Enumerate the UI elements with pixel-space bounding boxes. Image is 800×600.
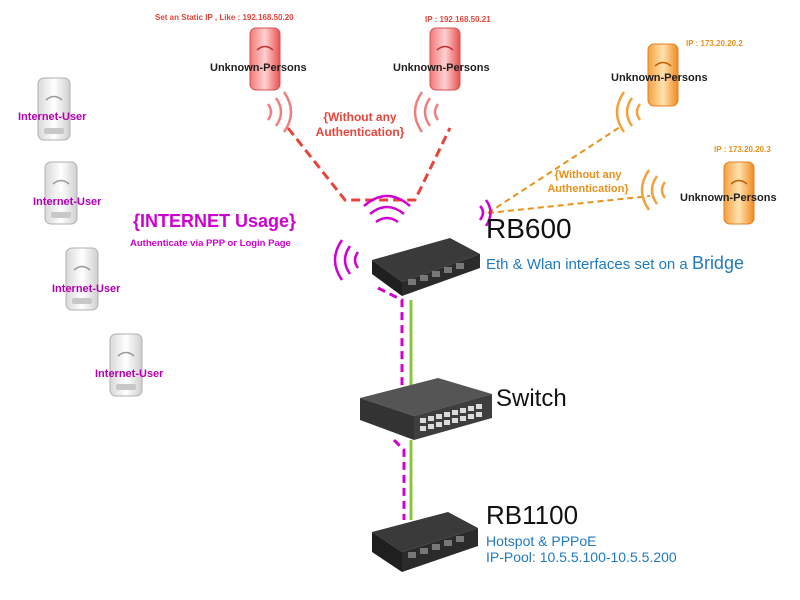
unknown-persons-label: Unknown-Persons (210, 62, 307, 74)
ip-note: IP : 173.20.20.2 (686, 39, 743, 48)
connection-lines (286, 126, 651, 520)
rb1100-router (372, 512, 478, 572)
internet-user-label: Internet-User (52, 283, 121, 295)
internet-user-label: Internet-User (95, 368, 164, 380)
unknown-person-device-orange-2 (723, 161, 755, 225)
static-ip-note: Set an Static IP , Like : 192.168.50.20 (155, 13, 294, 22)
wave-red-left (266, 91, 293, 133)
unknown-persons-label: Unknown-Persons (393, 62, 490, 74)
rb600-description: Eth & Wlan interfaces set on a Bridge (486, 253, 744, 273)
unknown-persons-label: Unknown-Persons (611, 72, 708, 84)
internet-user-device (109, 333, 143, 397)
orange-dashed-link-1 (487, 126, 621, 214)
wave-orange-1 (615, 91, 642, 133)
magenta-link-rb600-switch (377, 286, 404, 390)
ip-note: IP : 173.20.20.3 (714, 145, 771, 154)
rb600-title: RB600 (486, 213, 572, 244)
unknown-person-device-red-2 (429, 27, 461, 91)
wave-rb600-top (363, 194, 411, 224)
wave-orange-2 (640, 169, 667, 211)
rb1100-title: RB1100 (486, 500, 579, 530)
wave-rb600-left (333, 239, 360, 281)
wireless-waves (266, 91, 667, 281)
internet-user-device (37, 77, 71, 141)
switch-device (360, 378, 492, 440)
internet-user-label: Internet-User (33, 196, 102, 208)
orange-dashed-link-2 (487, 195, 651, 214)
rb600-router (372, 238, 480, 296)
no-auth-note-orange: {Without any Authentication} (547, 169, 629, 195)
unknown-persons-label: Unknown-Persons (680, 192, 777, 204)
rb1100-line1: Hotspot & PPPoE (486, 533, 597, 549)
bridge-emphasis: Bridge (691, 253, 744, 273)
switch-title: Switch (496, 385, 567, 412)
unknown-person-device-red-1 (249, 27, 281, 91)
magenta-link-switch-rb1100 (392, 438, 406, 520)
rb1100-line2: IP-Pool: 10.5.5.100-10.5.5.200 (486, 549, 677, 565)
wave-red-right (413, 91, 440, 133)
wave-rb600-right (478, 199, 492, 227)
internet-usage-title: {INTERNET Usage} (133, 211, 297, 231)
internet-usage-subtitle: Authenticate via PPP or Login Page (130, 238, 291, 249)
no-auth-note-red: {Without any Authentication} (315, 110, 405, 139)
internet-user-label: Internet-User (18, 111, 87, 123)
ip-note: IP : 192.168.50.21 (425, 15, 491, 24)
internet-user-device (44, 161, 78, 225)
unknown-person-device-orange-1 (647, 43, 679, 107)
red-dashed-link (286, 127, 452, 202)
internet-user-device (65, 247, 99, 311)
